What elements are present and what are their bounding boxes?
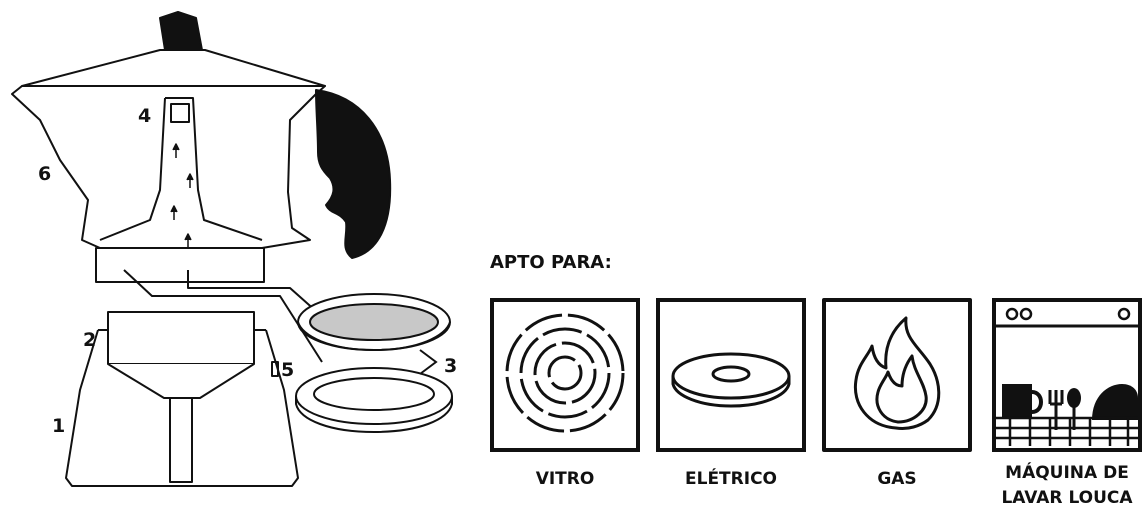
icon-frame — [490, 298, 640, 452]
gas-flame-icon — [822, 298, 972, 452]
flow-arrow-head — [170, 205, 178, 213]
vitro-hob-icon — [490, 298, 640, 452]
knob — [1019, 307, 1033, 321]
gasket-outer — [295, 367, 453, 425]
vitro-ring — [519, 327, 611, 419]
icon-frame — [656, 298, 806, 452]
icon-frame — [992, 298, 1142, 452]
handle — [315, 89, 392, 259]
hob-center — [711, 365, 751, 383]
flame-inner — [875, 354, 928, 424]
filter-basket — [107, 311, 255, 365]
filter-plate-inner — [309, 303, 439, 341]
cup — [1002, 384, 1032, 418]
part-label-1: 1 — [52, 415, 65, 437]
gasket-rim — [295, 396, 453, 434]
bracket-3 — [419, 349, 438, 375]
part-label-3: 3 — [444, 355, 457, 377]
flow-arrow-head — [184, 233, 192, 241]
filter-funnel — [107, 363, 255, 399]
central-column — [99, 97, 263, 241]
vitro-ring — [533, 341, 597, 405]
caption-eletrico: ELÉTRICO — [685, 467, 777, 489]
part-label-6: 6 — [38, 163, 51, 185]
rack-grid — [996, 416, 1138, 446]
moka-pot-upper-chamber — [11, 11, 392, 363]
part-label-4: 4 — [138, 105, 151, 127]
funnel-tube — [169, 397, 193, 483]
lid — [21, 49, 326, 87]
caption-vitro: VITRO — [536, 469, 595, 489]
leader-line-b — [187, 270, 327, 321]
safety-valve — [271, 361, 279, 377]
electric-hob-icon — [656, 298, 806, 452]
icon-frame — [822, 298, 972, 452]
seals-group — [295, 293, 453, 434]
flow-arrow-head — [172, 143, 180, 151]
part-label-2: 2 — [83, 329, 96, 351]
gasket-inner — [313, 377, 435, 411]
lid-knob — [159, 11, 203, 51]
plate — [1092, 384, 1138, 420]
filter-plate-rim — [297, 321, 451, 352]
vitro-rings — [505, 313, 625, 433]
flow-arrows — [170, 143, 194, 248]
vitro-ring — [547, 355, 583, 391]
hob-edge — [671, 376, 791, 408]
knob — [1005, 307, 1019, 321]
dishwasher-icon — [992, 298, 1142, 452]
fork — [1048, 390, 1064, 430]
outlet-square — [170, 103, 190, 123]
caption-dishwasher-line1: MÁQUINA DE — [1005, 461, 1129, 483]
moka-pot-lower-chamber — [65, 311, 299, 487]
flame-outer — [853, 316, 941, 430]
knob — [1117, 307, 1131, 321]
flow-arrow-head — [186, 173, 194, 181]
caption-gas: GAS — [877, 469, 916, 489]
part-label-5: 5 — [281, 359, 294, 381]
suitability-heading: APTO PARA: — [490, 252, 612, 273]
caption-dishwasher-line2: LAVAR LOUCA — [1001, 488, 1133, 508]
cup-handle — [1031, 390, 1043, 414]
boiler — [65, 329, 299, 487]
upper-collar — [95, 247, 265, 283]
hob-top — [671, 352, 791, 400]
spoon-head — [1067, 388, 1081, 408]
vitro-ring — [505, 313, 625, 433]
upper-body — [11, 85, 326, 249]
